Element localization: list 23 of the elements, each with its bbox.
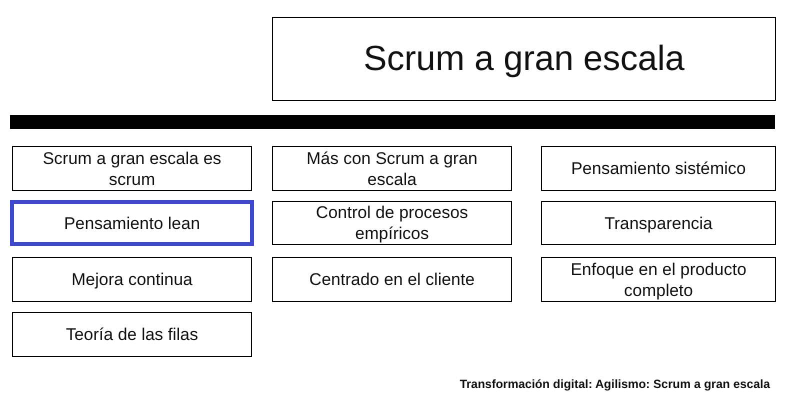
concept-box <box>12 146 252 191</box>
concept-box <box>541 257 776 302</box>
concept-box <box>272 257 512 302</box>
concept-label: Pensamiento lean <box>64 212 200 234</box>
concept-label: Teoría de las filas <box>66 324 198 345</box>
concept-label: Scrum a gran escala es scrum <box>42 148 222 190</box>
concept-label: Pensamiento sistémico <box>571 158 746 179</box>
concept-label: Centrado en el cliente <box>309 269 475 290</box>
concept-box <box>541 201 776 245</box>
caption: Transformación digital: Agilismo: Scrum a gran escala <box>460 377 770 391</box>
concept-box <box>541 146 776 191</box>
concept-label: Enfoque en el producto completo <box>570 258 748 300</box>
concept-box <box>272 201 512 245</box>
concept-label: Transparencia <box>604 212 713 234</box>
concept-label: Más con Scrum a gran escala <box>305 148 478 190</box>
divider-bar <box>10 115 775 129</box>
diagram-title: Scrum a gran escala <box>272 17 776 101</box>
concept-box <box>12 257 252 302</box>
concept-label: Mejora continua <box>72 269 192 290</box>
concept-box <box>12 312 252 357</box>
concept-label: Control de procesos empíricos <box>314 202 470 244</box>
concept-box <box>272 146 512 191</box>
highlighted-concept-box <box>10 200 254 246</box>
